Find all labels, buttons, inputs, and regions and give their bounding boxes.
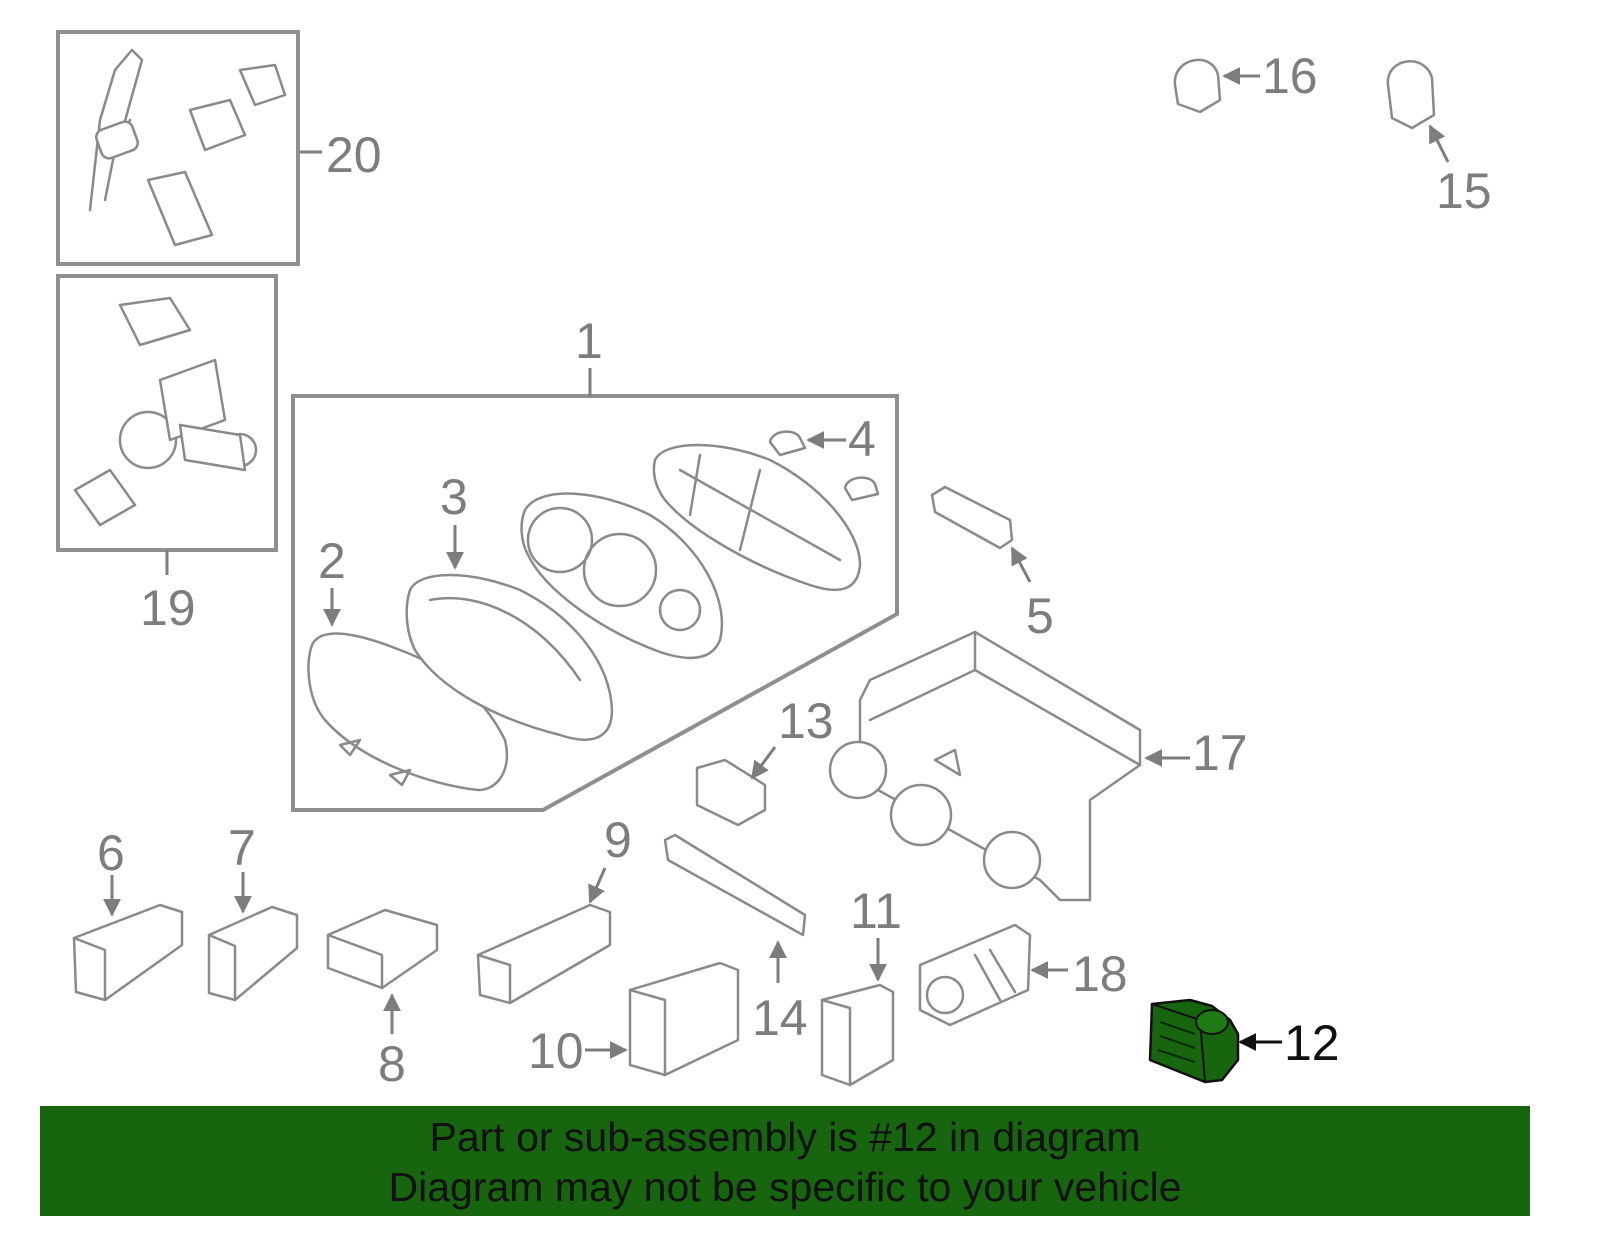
callout-11: 11 [850, 883, 902, 939]
part-14-bracket[interactable] [663, 833, 807, 983]
part-6-switch[interactable] [72, 875, 184, 1002]
part-13-clip[interactable] [695, 746, 777, 827]
part-15-bulb[interactable] [1386, 60, 1450, 163]
callout-6: 6 [97, 825, 125, 881]
part-20-key-set[interactable] [56, 30, 322, 266]
callout-17: 17 [1192, 725, 1248, 781]
callout-9: 9 [604, 812, 632, 868]
callout-19: 19 [140, 580, 196, 636]
part-17-climate-control[interactable] [828, 630, 1190, 902]
part-9-switch[interactable] [476, 867, 612, 1005]
callout-15: 15 [1436, 163, 1492, 219]
callout-10: 10 [528, 1023, 584, 1079]
part-18-knob-assembly[interactable] [918, 923, 1068, 1027]
part-7-switch[interactable] [207, 872, 299, 1002]
callout-20: 20 [326, 127, 382, 183]
callout-12: 12 [1284, 1015, 1340, 1071]
callout-1: 1 [575, 313, 603, 369]
part-2-cluster-lens[interactable] [307, 588, 508, 792]
callout-16: 16 [1262, 48, 1318, 104]
cluster-gauge-face [520, 492, 724, 660]
part-19-ignition-cylinder[interactable] [56, 274, 278, 575]
callout-18: 18 [1072, 946, 1128, 1002]
part-10-switch[interactable] [585, 961, 740, 1077]
part-5-switch[interactable] [930, 485, 1032, 583]
callout-13: 13 [778, 693, 834, 749]
part-8-switch[interactable] [326, 908, 439, 1034]
banner-line-1: Part or sub-assembly is #12 in diagram [429, 1114, 1141, 1160]
callout-2: 2 [318, 533, 346, 589]
part-12-highlighted[interactable] [1148, 998, 1282, 1084]
part-1-instrument-cluster[interactable] [291, 368, 899, 812]
part-11-switch[interactable] [820, 938, 895, 1087]
banner-line-2: Diagram may not be specific to your vehi… [388, 1164, 1182, 1210]
callout-7: 7 [228, 820, 256, 876]
callout-8: 8 [378, 1036, 406, 1092]
cluster-circuit-board [652, 443, 862, 592]
part-4-cluster-bulb[interactable] [768, 430, 880, 502]
part-16-bulb[interactable] [1173, 58, 1260, 114]
part-3-cluster-bezel[interactable] [405, 525, 614, 741]
info-banner: Part or sub-assembly is #12 in diagram D… [40, 1106, 1530, 1216]
callout-14: 14 [752, 990, 808, 1046]
callout-3: 3 [440, 469, 468, 525]
callout-4: 4 [848, 411, 876, 467]
callout-5: 5 [1026, 588, 1054, 644]
